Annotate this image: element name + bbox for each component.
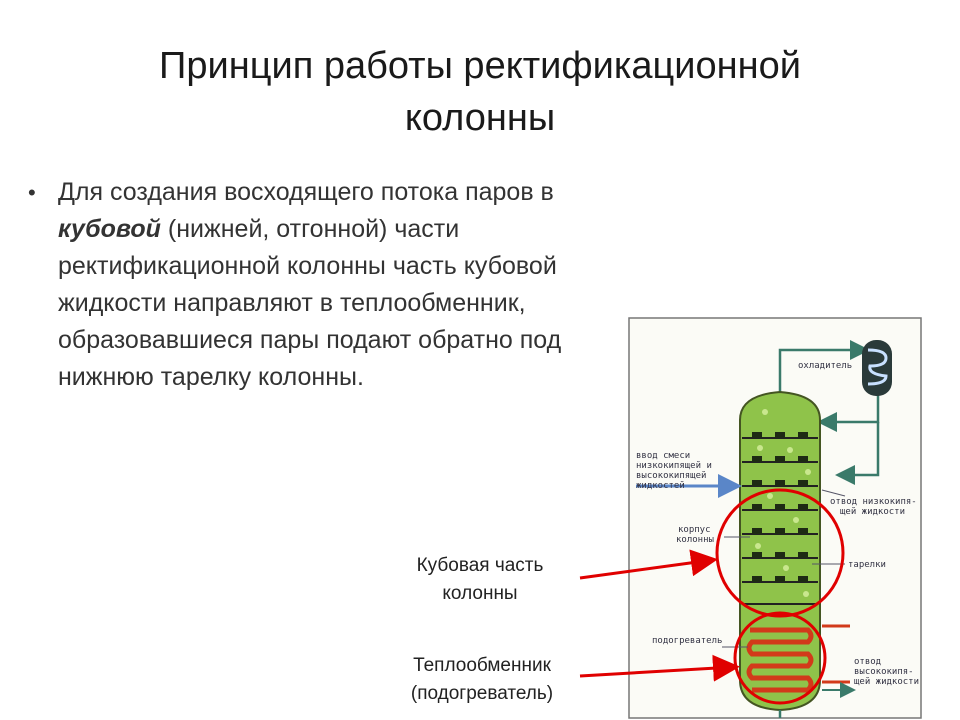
label-feed-1: ввод смеси	[636, 451, 690, 461]
cooler-body	[862, 340, 892, 396]
bullet-part-1: Для создания восходящего потока паров в	[58, 178, 554, 206]
label-body-1: корпус	[678, 525, 711, 535]
bullet-text: Для создания восходящего потока паров в …	[58, 174, 638, 396]
vapor-bubbles	[755, 409, 811, 597]
label-trays: тарелки	[848, 560, 886, 570]
heater-callout-arrow	[579, 654, 740, 682]
title-line-1: Принцип работы ректификационной	[159, 45, 801, 87]
tray-caps	[752, 432, 808, 582]
bullet-emphasis: кубовой	[58, 215, 161, 243]
label-feed-2: низкокипящей и	[636, 461, 712, 471]
callout-heat-exchanger-line2: (подогреватель)	[410, 683, 554, 704]
callout-bottom-part-line1: Кубовая часть	[416, 555, 544, 576]
title-line-2: колонны	[404, 97, 556, 139]
callout-bottom-part: Кубовая часть колонны	[392, 552, 568, 608]
label-cooler: охладитель	[798, 361, 852, 371]
vapor-pipe	[778, 340, 870, 400]
callout-bottom-part-line2: колонны	[442, 583, 518, 604]
bullet-icon: •	[28, 180, 36, 205]
slide-title: Принцип работы ректификационной колонны	[60, 40, 900, 144]
bullet-part-2: (нижней, отгонной) части ректификационно…	[58, 215, 562, 391]
label-low-out-2: щей жидкости	[840, 507, 905, 517]
cooler-coil-icon	[867, 348, 888, 386]
label-feed-4: жидкостей	[636, 481, 685, 491]
label-high-out-1: отвод	[854, 657, 881, 667]
distillate-pipe	[835, 422, 880, 485]
label-high-out-3: щей жидкости	[854, 677, 919, 687]
callout-heat-exchanger-line1: Теплообменник	[413, 655, 551, 676]
label-high-out-2: высококипя-	[854, 667, 914, 677]
heater-coil-icon	[746, 627, 814, 693]
label-low-out-1: отвод низкокипя-	[830, 497, 917, 507]
label-body-2: колонны	[676, 535, 714, 545]
label-feed-3: высококипящей	[636, 471, 706, 481]
label-heater: подогреватель	[652, 636, 722, 646]
callout-heat-exchanger: Теплообменник (подогреватель)	[384, 652, 580, 708]
bottom-part-callout-arrow	[579, 549, 718, 580]
